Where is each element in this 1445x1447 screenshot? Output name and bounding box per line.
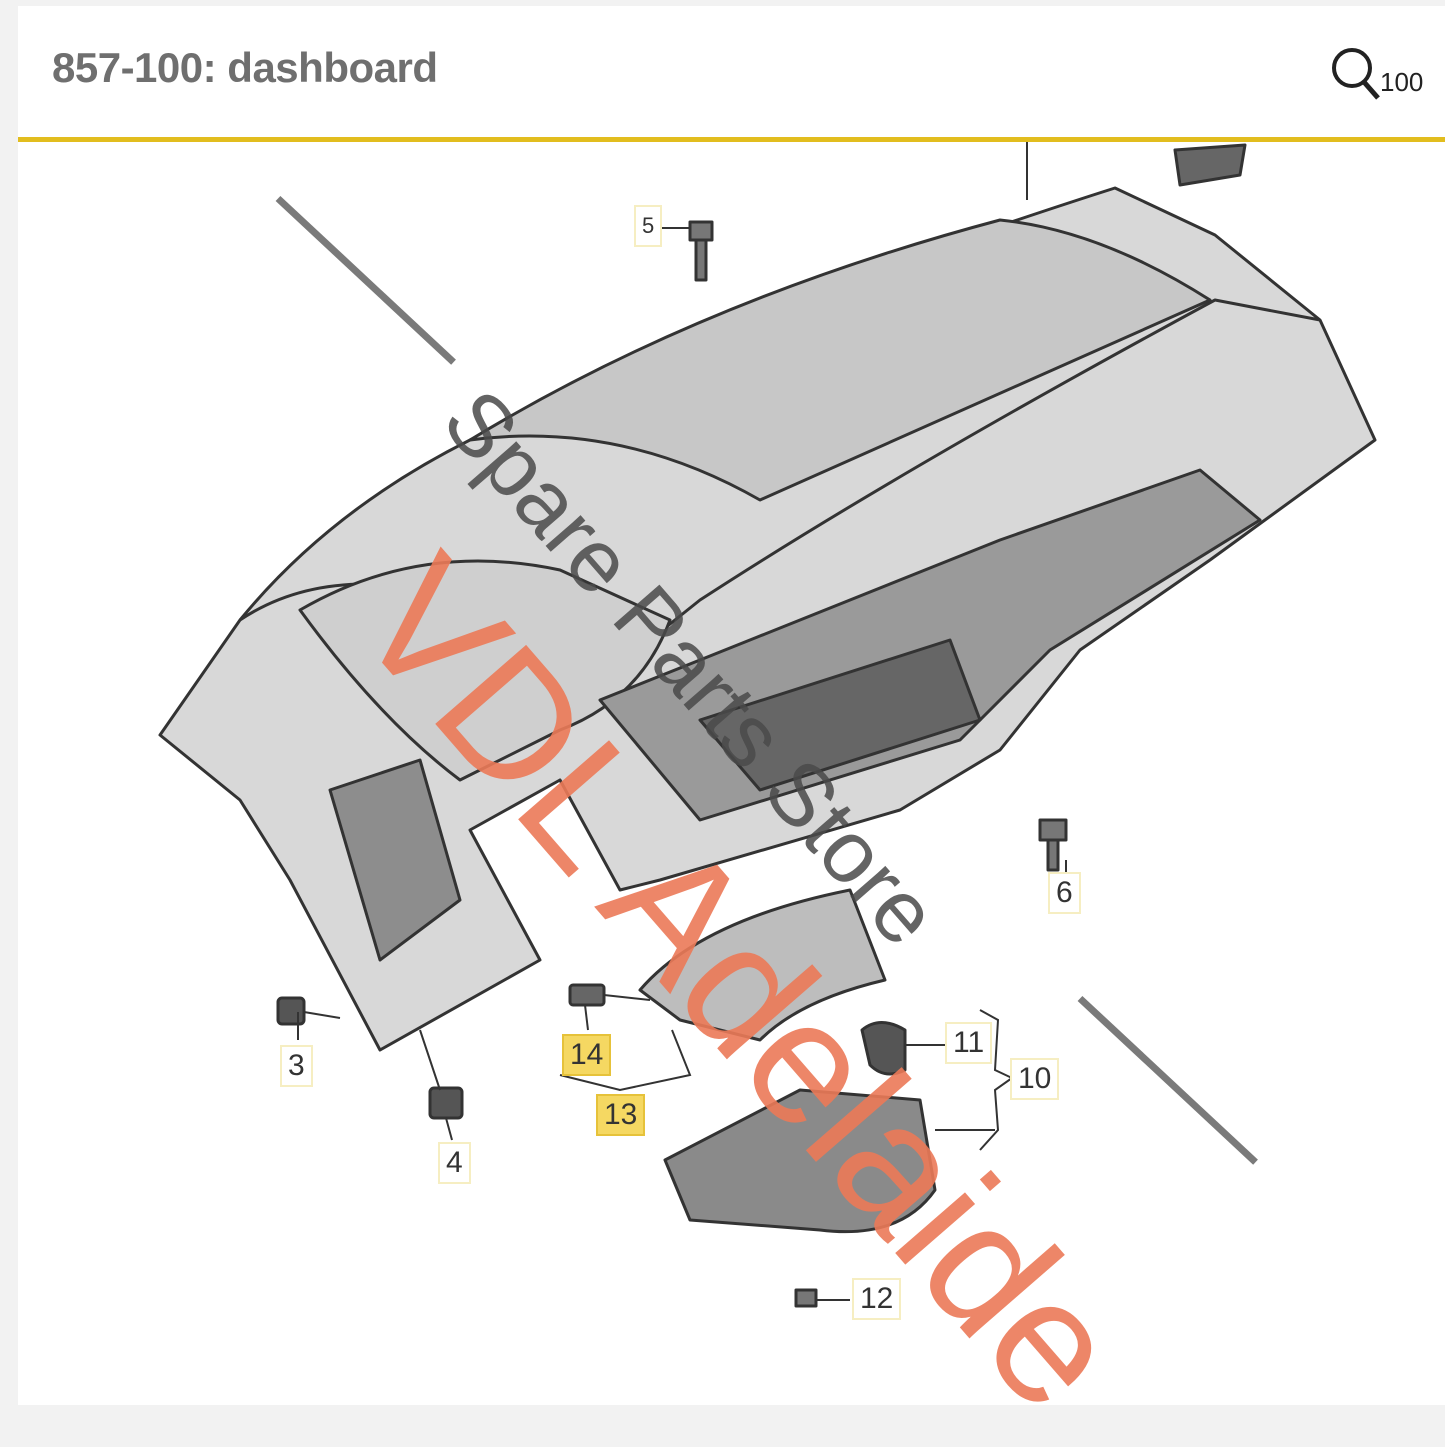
callout-13[interactable]: 13: [596, 1094, 646, 1136]
callout-10[interactable]: 10: [1010, 1058, 1060, 1100]
part-14-clip: [568, 983, 606, 1007]
zoom-control[interactable]: 100: [1328, 42, 1423, 102]
callout-3[interactable]: 3: [280, 1045, 313, 1087]
page-title: 857-100: dashboard: [52, 44, 438, 91]
part-5-bolt: [688, 220, 714, 282]
magnifier-icon: [1332, 48, 1380, 100]
callout-4[interactable]: 4: [438, 1142, 471, 1184]
upper-column-cover: [638, 888, 887, 1042]
callout-14[interactable]: 14: [562, 1034, 612, 1076]
callout-12[interactable]: 12: [852, 1278, 902, 1320]
part-4-clip: [428, 1086, 464, 1120]
vent-part: [1173, 143, 1247, 187]
dashboard-exploded-diagram: [158, 142, 1377, 1308]
part-12-bolt: [794, 1288, 818, 1308]
lower-column-cover: [663, 1088, 937, 1234]
part-11-switch: [860, 1021, 907, 1076]
callout-11[interactable]: 11: [945, 1022, 993, 1064]
callout-6[interactable]: 6: [1048, 872, 1081, 914]
dashboard-top-surface: [298, 559, 672, 782]
callout-5[interactable]: 5: [634, 205, 663, 247]
zoom-level: 100: [1380, 67, 1424, 97]
header-divider: [18, 137, 1445, 142]
part-3-clip: [276, 996, 306, 1026]
part-6-bolt: [1038, 818, 1068, 872]
